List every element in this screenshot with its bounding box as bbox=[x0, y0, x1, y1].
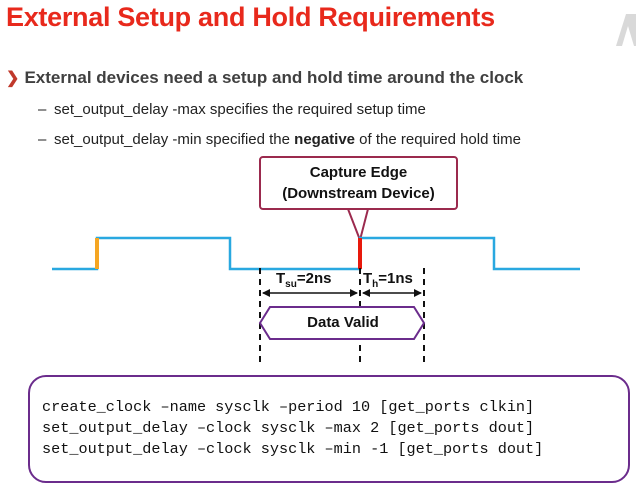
th-value: =1ns bbox=[378, 270, 413, 287]
dash-marker: – bbox=[38, 131, 47, 148]
logo-fragment bbox=[616, 14, 636, 46]
sub-bullet-min: – set_output_delay -min specified the ne… bbox=[38, 131, 521, 148]
th-t: T bbox=[363, 270, 373, 287]
data-valid-label: Data Valid bbox=[307, 314, 379, 331]
callout-line-2: (Downstream Device) bbox=[282, 185, 435, 202]
tsu-subscript: su bbox=[285, 279, 297, 290]
dash-marker: – bbox=[38, 101, 47, 118]
callout-line-1: Capture Edge bbox=[309, 164, 408, 181]
tsu-t: T bbox=[276, 270, 286, 287]
th-arrow-left-head bbox=[362, 289, 370, 297]
data-valid-window bbox=[258, 306, 426, 340]
code-line: create_clock –name sysclk –period 10 [ge… bbox=[42, 398, 535, 416]
code-block: create_clock –name sysclk –period 10 [ge… bbox=[42, 397, 543, 460]
slide-title: External Setup and Hold Requirements bbox=[6, 2, 495, 32]
callout-pointer bbox=[346, 208, 370, 244]
tsu-value: =2ns bbox=[296, 270, 332, 287]
tsu-arrow-left-head bbox=[262, 289, 270, 297]
capture-edge-callout: Capture Edge (Downstream Device) bbox=[259, 156, 458, 210]
sub-bullet-max: – set_output_delay -max specifies the re… bbox=[38, 101, 426, 118]
code-box: create_clock –name sysclk –period 10 [ge… bbox=[28, 375, 630, 483]
main-bullet: ❯ External devices need a setup and hold… bbox=[6, 68, 523, 88]
sub-bullet-text-post: of the required hold time bbox=[355, 131, 521, 148]
main-bullet-text: External devices need a setup and hold t… bbox=[24, 68, 524, 87]
sub-bullet-text-pre: set_output_delay -min specified the bbox=[54, 131, 295, 148]
th-subscript: h bbox=[372, 279, 379, 290]
th-label: Th=1ns bbox=[363, 270, 413, 290]
code-line: set_output_delay –clock sysclk –max 2 [g… bbox=[42, 419, 535, 437]
code-line: set_output_delay –clock sysclk –min -1 [… bbox=[42, 440, 544, 458]
th-arrow-right-head bbox=[414, 289, 422, 297]
sub-bullet-text-bold: negative bbox=[294, 131, 356, 148]
tsu-label: Tsu=2ns bbox=[276, 270, 331, 290]
chevron-right-icon: ❯ bbox=[6, 70, 20, 87]
sub-bullet-text: set_output_delay -max specifies the requ… bbox=[54, 101, 426, 118]
tsu-arrow-right-head bbox=[350, 289, 358, 297]
clock-waveform bbox=[52, 236, 580, 271]
